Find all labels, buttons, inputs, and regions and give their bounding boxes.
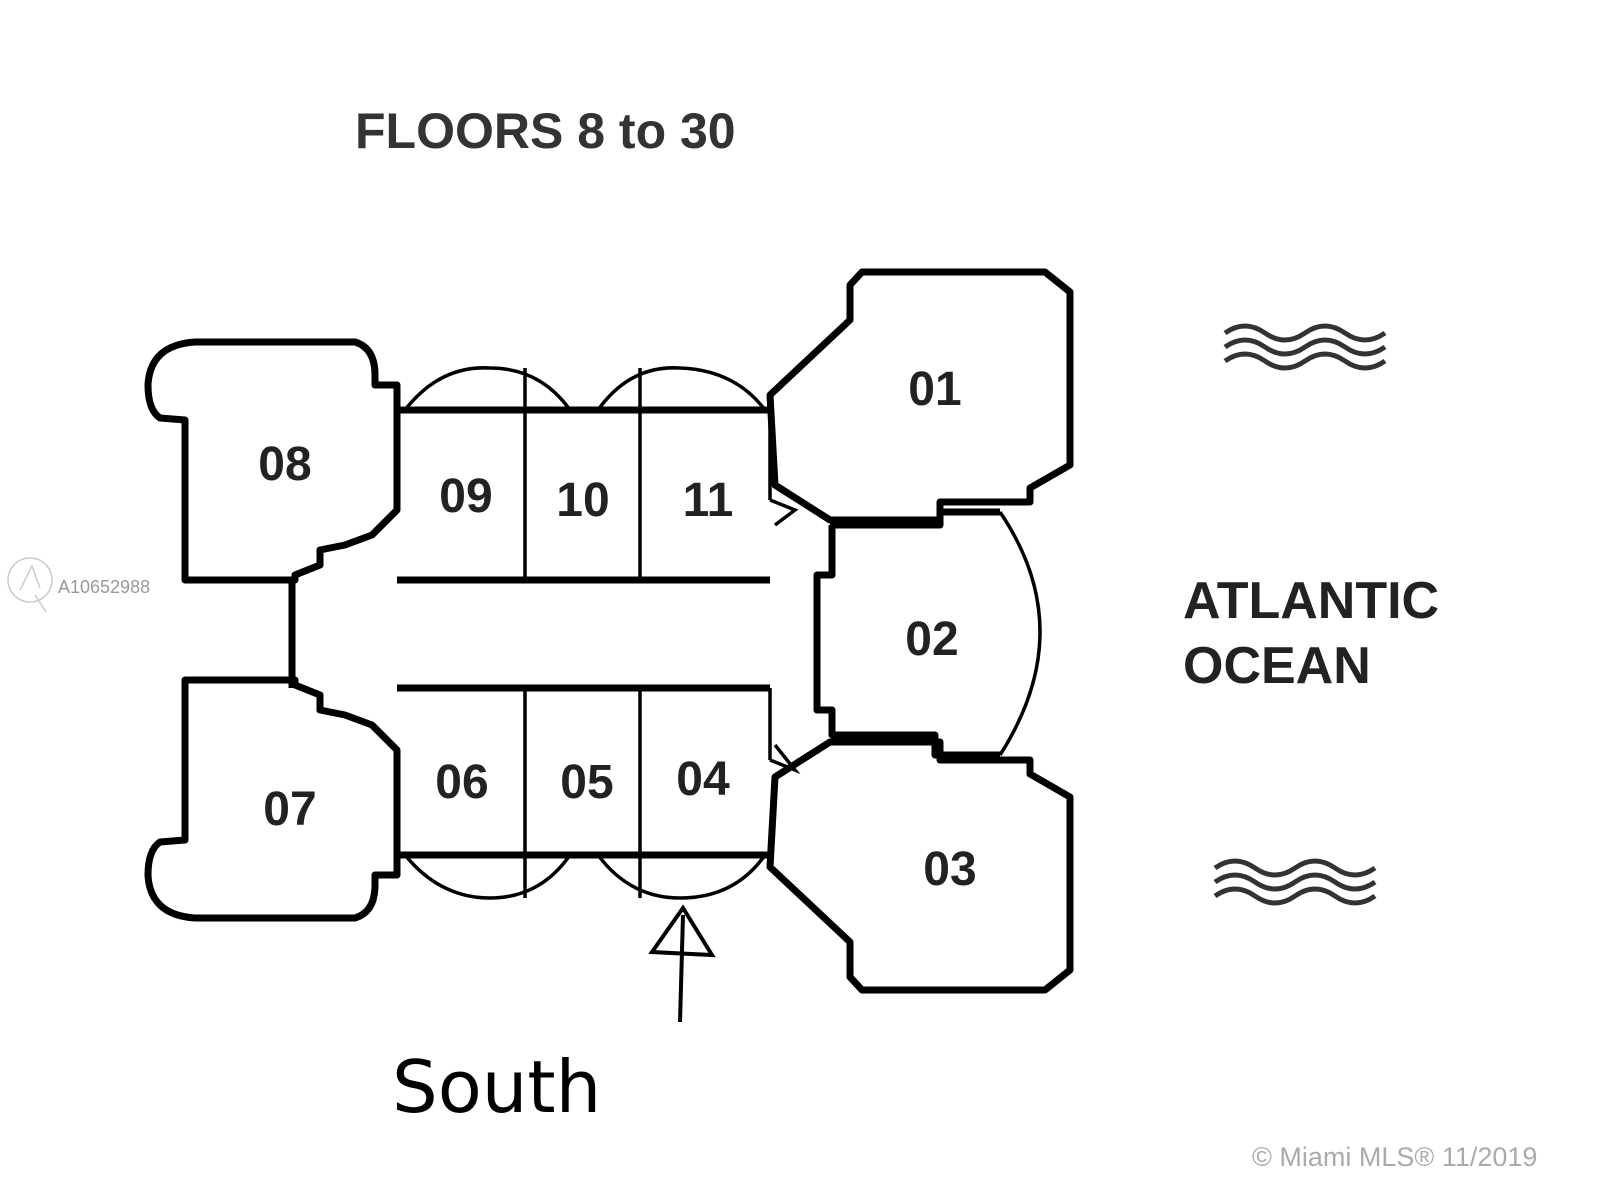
ocean-label-line2: OCEAN: [1183, 637, 1371, 695]
copyright: © Miami MLS® 11/2019: [1252, 1142, 1537, 1172]
unit-06-label: 06: [435, 756, 488, 809]
unit-01-outline: [766, 268, 1074, 524]
wave-icon-south: [1213, 858, 1377, 906]
unit-02-outline: [813, 508, 1000, 759]
unit-08-outline: [144, 338, 401, 584]
unit-02-balcony: [998, 511, 1042, 756]
ocean-label-line1: ATLANTIC: [1183, 572, 1439, 630]
wave-icon-north: [1223, 323, 1387, 371]
unit-05-label: 05: [560, 756, 613, 809]
unit-11-label: 11: [683, 474, 734, 527]
unit-07-outline: [144, 676, 401, 922]
unit-02-label: 02: [905, 613, 958, 666]
unit-09-label: 09: [439, 470, 492, 523]
unit-07-label: 07: [263, 783, 316, 836]
corridor-angles: [769, 498, 801, 775]
units-09-11-outline: [397, 406, 770, 584]
unit-08-label: 08: [258, 438, 311, 491]
listing-id: A10652988: [58, 577, 150, 597]
unit-03-label: 03: [923, 843, 976, 896]
unit-03-outline: [766, 738, 1074, 994]
units-04-06-outline: [397, 684, 770, 859]
arrow-up-icon: [648, 904, 716, 1023]
direction-label: South: [392, 1045, 601, 1129]
unit-01-label: 01: [908, 363, 961, 416]
floor-plan-title: FLOORS 8 to 30: [355, 103, 736, 159]
mls-logo-icon: [7, 557, 53, 613]
balcony-arcs-north: [403, 366, 767, 412]
unit-10-label: 10: [556, 474, 609, 527]
unit-dividers-south: [523, 688, 772, 855]
balcony-arcs-south: [403, 853, 767, 900]
unit-04-label: 04: [676, 753, 730, 806]
